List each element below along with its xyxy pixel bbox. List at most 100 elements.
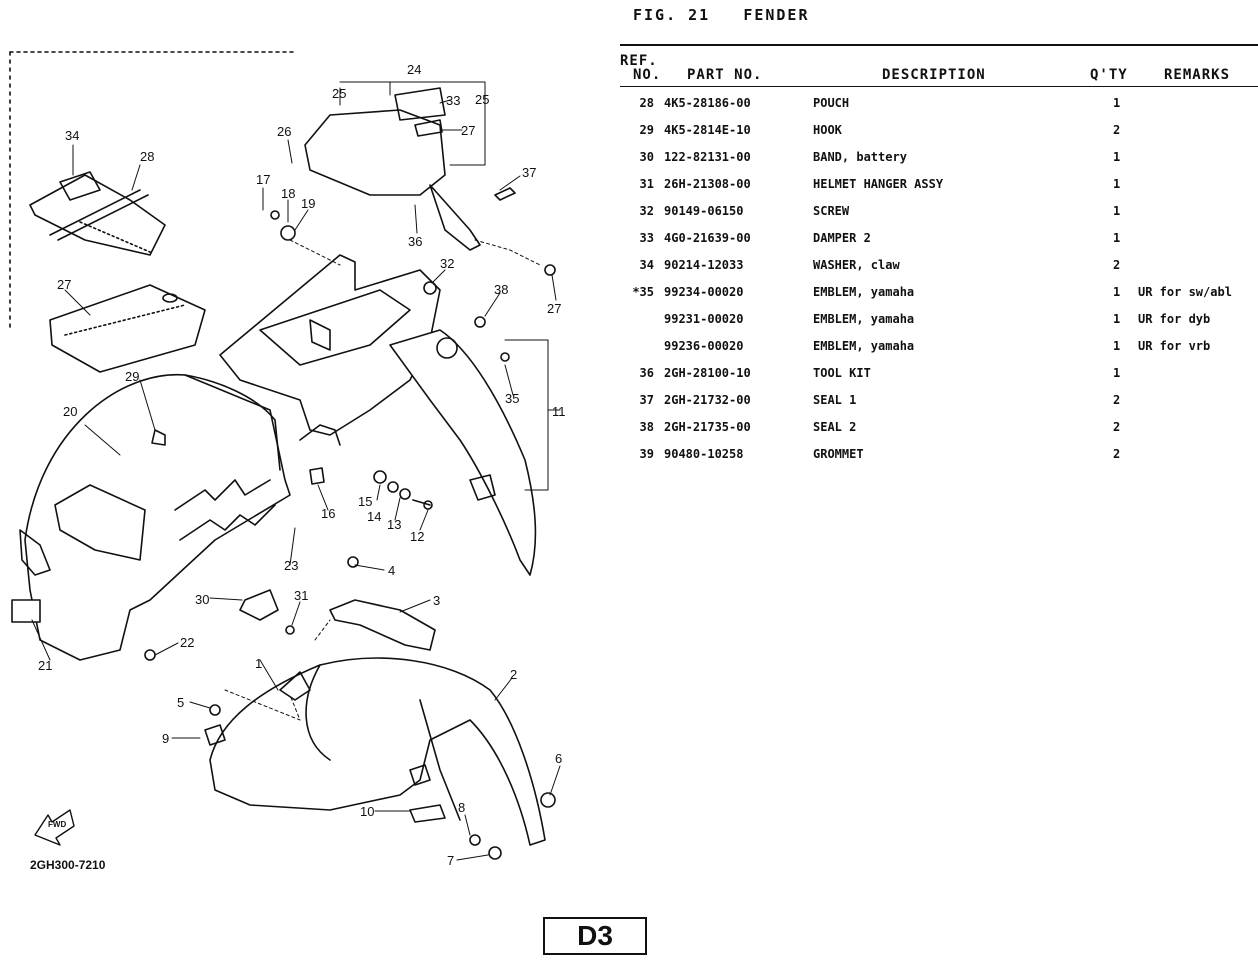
part-number-cell: 2GH-21732-00	[664, 393, 751, 407]
header-qty: Q'TY	[1090, 67, 1128, 83]
description-cell: DAMPER 2	[813, 231, 871, 245]
callout-38: 37	[522, 165, 537, 180]
description-cell: SCREW	[813, 204, 850, 218]
remarks-cell: UR for sw/abl	[1138, 285, 1232, 299]
callout-29: 29	[125, 369, 140, 384]
ref-cell: 33	[639, 231, 654, 245]
description-cell: HOOK	[813, 123, 842, 137]
part-number-cell: 26H-21308-00	[664, 177, 751, 191]
table-row: 29 4K5-2814E-10 HOOK 2	[620, 119, 1258, 146]
fender-drawing	[9, 51, 561, 861]
header-ref-line2: NO.	[633, 67, 662, 83]
ref-cell: 37	[639, 393, 654, 407]
ref-cell: 34	[639, 258, 654, 272]
callout-22: 22	[180, 635, 195, 650]
callout-13: 13	[387, 517, 402, 532]
part-number-cell: 99234-00020	[664, 285, 744, 299]
quantity-cell: 1	[1113, 177, 1121, 191]
table-row: 39 90480-10258 GROMMET 2	[620, 443, 1258, 470]
description-cell: EMBLEM, yamaha	[813, 285, 915, 299]
table-top-rule	[620, 44, 1258, 46]
brace-drawing	[329, 599, 436, 651]
figure-label: FIG. 21	[633, 6, 711, 24]
callout-6: 6	[555, 751, 563, 766]
header-remarks: REMARKS	[1164, 67, 1231, 83]
callout-5: 5	[177, 695, 185, 710]
description-cell: POUCH	[813, 96, 850, 110]
seat-cowl-drawing	[304, 87, 481, 251]
ref-cell: 30	[639, 150, 654, 164]
part-number-cell: 90214-12033	[664, 258, 744, 272]
ref-cell: 31	[639, 177, 654, 191]
callout-39: 38	[494, 282, 509, 297]
description-cell: HELMET HANGER ASSY	[813, 177, 944, 191]
part-number-cell: 122-82131-00	[664, 150, 751, 164]
callout-16: 16	[321, 506, 336, 521]
ref-cell: 32	[639, 204, 654, 218]
quantity-cell: 1	[1113, 339, 1121, 353]
quantity-cell: 1	[1113, 96, 1121, 110]
part-number-cell: 4G0-21639-00	[664, 231, 751, 245]
part-number-cell: 90480-10258	[664, 447, 744, 461]
part-number-cell: 99236-00020	[664, 339, 744, 353]
hardware-drawing	[11, 187, 556, 860]
callout-27-right: 27	[547, 301, 562, 316]
ref-cell: 38	[639, 420, 654, 434]
description-cell: GROMMET	[813, 447, 864, 461]
callout-25-left: 25	[332, 86, 347, 101]
callout-33: 35	[505, 391, 520, 406]
quantity-cell: 2	[1113, 258, 1121, 272]
model-code: 2GH300-7210	[30, 858, 106, 872]
ref-cell: *35	[632, 285, 654, 299]
quantity-cell: 1	[1113, 366, 1121, 380]
quantity-cell: 1	[1113, 150, 1121, 164]
quantity-cell: 2	[1113, 447, 1121, 461]
callout-10: 10	[360, 804, 375, 819]
callout-8: 8	[458, 800, 466, 815]
callout-28: 27	[57, 277, 72, 292]
description-cell: SEAL 1	[813, 393, 857, 407]
quantity-cell: 2	[1113, 393, 1121, 407]
part-number-cell: 4K5-2814E-10	[664, 123, 751, 137]
callout-26: 27	[461, 123, 476, 138]
callout-3: 3	[433, 593, 441, 608]
callout-14: 14	[367, 509, 382, 524]
ref-cell: 36	[639, 366, 654, 380]
description-cell: WASHER, claw	[813, 258, 900, 272]
pouch-drawing	[49, 284, 206, 373]
callout-18: 18	[281, 186, 296, 201]
table-row: 31 26H-21308-00 HELMET HANGER ASSY 1	[620, 173, 1258, 200]
callout-31: 30	[195, 592, 210, 607]
tool-kit-drawing	[29, 171, 166, 256]
quantity-cell: 2	[1113, 123, 1121, 137]
callout-11: 11	[552, 404, 566, 419]
callout-25-right: 25	[475, 92, 490, 107]
ref-cell: 29	[639, 123, 654, 137]
figure-title: FIG. 21 FENDER	[633, 6, 810, 24]
callout-15: 15	[358, 494, 373, 509]
callout-4: 4	[388, 563, 396, 578]
rear-frame-drawing	[219, 254, 537, 576]
leader-lines	[31, 81, 561, 861]
table-header-rule	[620, 86, 1258, 87]
description-cell: TOOL KIT	[813, 366, 871, 380]
callout-19: 19	[301, 196, 316, 211]
quantity-cell: 1	[1113, 312, 1121, 326]
fwd-arrow-icon	[34, 809, 75, 846]
ref-cell: 39	[639, 447, 654, 461]
callout-30: 28	[140, 149, 155, 164]
part-number-cell: 90149-06150	[664, 204, 744, 218]
remarks-cell: UR for dyb	[1138, 312, 1211, 326]
callout-1: 1	[255, 656, 263, 671]
fwd-label: FWD	[48, 820, 67, 829]
header-description: DESCRIPTION	[882, 67, 986, 83]
